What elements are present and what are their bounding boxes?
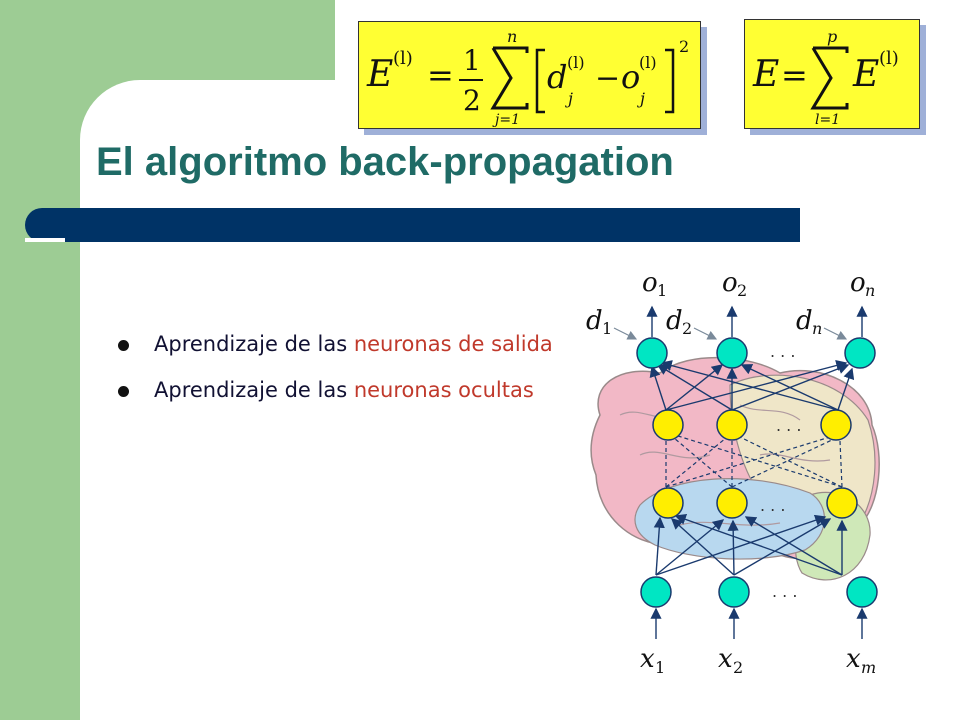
formula-fraction-numerator: 1 [463,44,481,77]
output-neuron [844,337,876,369]
ellipsis-input: . . . [772,582,797,601]
slide-title: El algoritmo back-propagation [96,140,674,184]
total-error-term-superscript: (l) [879,48,899,69]
actual-output-subscript: j [637,89,645,108]
output-label-base: o [850,268,866,298]
brain-folds [619,404,831,526]
sigma-icon [810,46,849,110]
formula-minus: − [595,61,620,96]
formula-fraction-denominator: 2 [463,84,481,117]
output-label-sub: 2 [737,281,747,300]
output-label-sub: n [865,281,875,300]
ellipsis-output: . . . [770,342,795,361]
formula-lhs-superscript: (l) [393,48,413,69]
input-layer [640,576,878,608]
bullet-text: Aprendizaje de las [154,332,354,356]
hidden-neuron [652,409,684,441]
title-bar-notch [25,238,65,242]
target-label-sub: 1 [602,319,612,338]
target-label-base: d [796,306,813,336]
target-label-sub: n [812,319,822,338]
output-neuron [716,337,748,369]
total-sum-lower-limit: l=1 [815,112,840,128]
output-label-base: o [722,268,738,298]
title-underline-bar [25,208,800,242]
right-bracket-icon [665,48,675,114]
bullet-item-output-neurons: Aprendizaje de las neuronas de salida [118,330,588,359]
formula-lhs: E [366,54,393,95]
hidden-neuron [826,487,858,519]
neural-network-diagram: . . . . . . . . . . . . o 1 o 2 o n d 1 … [586,268,880,677]
hidden-layer-1 [652,409,852,441]
desired-output-symbol: d [547,58,567,96]
target-arrows [613,327,848,340]
input-neuron [846,576,878,608]
input-label-sub: 2 [733,658,743,677]
bullet-highlight: neuronas ocultas [353,378,534,402]
formula-power: 2 [679,37,689,56]
actual-output-symbol: o [621,58,640,96]
network-edges [649,360,855,576]
bullet-dot-icon [118,386,129,397]
output-neuron [636,337,668,369]
hidden-neuron [820,409,852,441]
input-label-sub: 1 [655,658,665,677]
input-neuron [640,576,672,608]
sum-upper-limit: n [507,27,517,46]
input-label-base: x [640,644,655,674]
input-arrows [650,607,868,639]
bullet-list: Aprendizaje de las neuronas de salida Ap… [118,330,588,422]
formula-equals: = [427,56,454,94]
input-label-base: x [846,644,861,674]
error-per-pattern-formula: E (l) = 1 2 n j=1 d (l) j − o (l) j 2 [358,21,701,129]
target-label-base: d [586,306,603,336]
input-label-base: x [718,644,733,674]
hidden-layer-2 [652,487,858,519]
background-green-strip [0,0,80,720]
hidden-layer-edges [665,435,843,488]
output-layer [636,337,876,369]
sigma-icon [490,46,529,110]
bullet-dot-icon [118,340,129,351]
brain-illustration [590,356,880,581]
bullet-highlight: neuronas de salida [353,332,553,356]
ellipsis-hidden-2: . . . [760,496,785,515]
output-label-sub: 1 [657,281,667,300]
total-error-formula: E = p l=1 E (l) [744,19,920,129]
output-label-base: o [642,268,658,298]
bullet-item-hidden-neurons: Aprendizaje de las neuronas ocultas [118,376,588,405]
input-label-sub: m [861,658,876,677]
bullet-text: Aprendizaje de las [154,378,354,402]
total-error-lhs: E [752,54,779,95]
left-bracket-icon [535,48,545,114]
ellipsis-hidden-1: . . . [776,416,801,435]
hidden-neuron [652,487,684,519]
hidden-neuron [716,409,748,441]
target-label-base: d [666,306,683,336]
sum-lower-limit: j=1 [492,112,520,128]
hidden-neuron [716,487,748,519]
output-arrows [646,305,868,337]
total-error-equals: = [781,56,808,94]
desired-output-subscript: j [565,89,573,108]
target-label-sub: 2 [682,319,692,338]
total-error-term: E [852,54,879,95]
actual-output-superscript: (l) [639,53,657,72]
input-neuron [718,576,750,608]
desired-output-superscript: (l) [567,53,585,72]
total-sum-upper-limit: p [827,27,837,46]
